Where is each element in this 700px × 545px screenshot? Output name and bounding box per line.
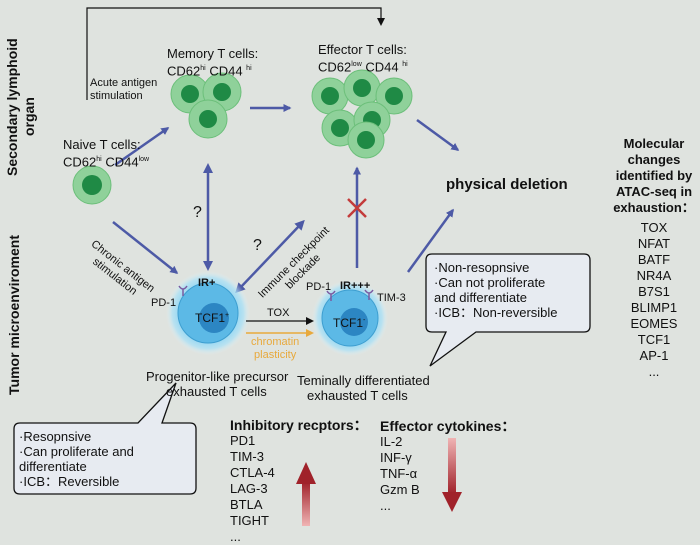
progenitor-exhausted-cell [166,271,250,355]
list-item: TCF1 [637,332,671,347]
list-item: ... [230,529,241,544]
progenitor-tcf-label: TCF1+ [195,311,230,325]
list-item: NFAT [637,236,671,251]
tumor-microenvironment-label: Tumor microenviroment [6,235,22,395]
tox-label: TOX [267,307,290,319]
bubble-right-shape [425,253,591,367]
memory-label: Memory T cells: CD62hi CD44 hi [167,46,259,79]
naive-label: Naive T cells: CD62hi CD44low [63,137,150,170]
list-item: BLIMP1 [630,300,678,315]
question-mark-2: ? [253,237,262,254]
arrow-terminal-to-deletion [406,208,455,273]
secondary-lymphoid-label: Secondary lymphoid organ [4,38,37,176]
naive-t-cell [72,165,112,205]
arrow-naive-to-memory [114,126,170,167]
list-item: NR4A [636,268,672,283]
terminal-tcf-label: TCF1- [333,316,366,330]
list-item: TOX [640,220,668,235]
list-item: BTLA [230,497,263,512]
arrow-icb-bidirectional [235,219,305,294]
increase-arrow-icon [296,462,316,526]
diagram-canvas [13,7,591,526]
list-item: EOMES [630,316,678,331]
list-item: IL-2 [380,434,403,449]
effector-label: Effector T cells: CD62low CD44 hi [318,42,408,75]
arrow-effector-to-deletion [416,118,460,152]
list-item: B7S1 [638,284,670,299]
list-item: TIM-3 [230,449,264,464]
terminal-pd1-label: PD-1 [306,281,332,293]
cytokines-title: Effector cytokines： [380,418,516,434]
list-item: INF-γ [380,450,412,465]
decrease-arrow-icon [442,438,462,512]
bubble-left-text: ·Resopnsive ·Can proliferate and differe… [19,429,134,489]
bubble-left-shape [13,382,197,495]
list-item: BATF [637,252,671,267]
terminal-exhausted-cell [312,280,388,356]
terminal-caption: Teminally differentiated exhausted T cel… [297,373,430,403]
physical-deletion-label: physical deletion [446,176,568,193]
bubble-right-text: ·Non-resopnsive ·Can not proliferate and… [434,260,558,320]
molecular-list: TOX NFAT BATF NR4A B7S1 BLIMP1 EOMES TCF… [610,220,698,380]
diagram-stage: Secondary lymphoid organ Tumor microenvi… [4,7,698,544]
question-mark-1: ? [193,204,202,221]
list-item: PD1 [230,433,256,448]
terminal-tim3-label: TIM-3 [377,292,406,304]
progenitor-ir-label: IR+ [198,277,216,289]
progenitor-pd1-label: PD-1 [151,297,177,309]
list-item: Gzm B [380,482,420,497]
list-item: AP-1 [639,348,669,363]
list-item: TIGHT [230,513,269,528]
list-item: TNF-α [380,466,418,481]
arrow-naive-to-progenitor [112,221,179,274]
memory-t-cell-cluster [170,72,242,139]
terminal-ir-label: IR+++ [340,280,371,292]
list-item: LAG-3 [230,481,268,496]
effector-t-cell-cluster [311,69,413,159]
naive-to-effector-connector [86,7,385,100]
cytokines-list: IL-2 INF-γ TNF-α Gzm B ... [380,434,420,514]
list-item: CTLA-4 [230,465,275,480]
acute-stimulation-label: Acute antigen stimulation [90,77,158,102]
inhibitory-title: Inhibitory recptors： [230,417,368,433]
molecular-title: Molecular changes identified by ATAC-seq… [613,136,695,215]
progenitor-caption: Progenitor-like precursor exhausted T ce… [146,369,289,399]
list-item: ... [648,364,660,379]
inhibitory-list: PD1 TIM-3 CTLA-4 LAG-3 BTLA TIGHT ... [230,433,275,545]
blocked-cross-icon [347,198,367,218]
list-item: ... [380,498,391,513]
chromatin-label: chromatin plasticity [251,336,300,361]
